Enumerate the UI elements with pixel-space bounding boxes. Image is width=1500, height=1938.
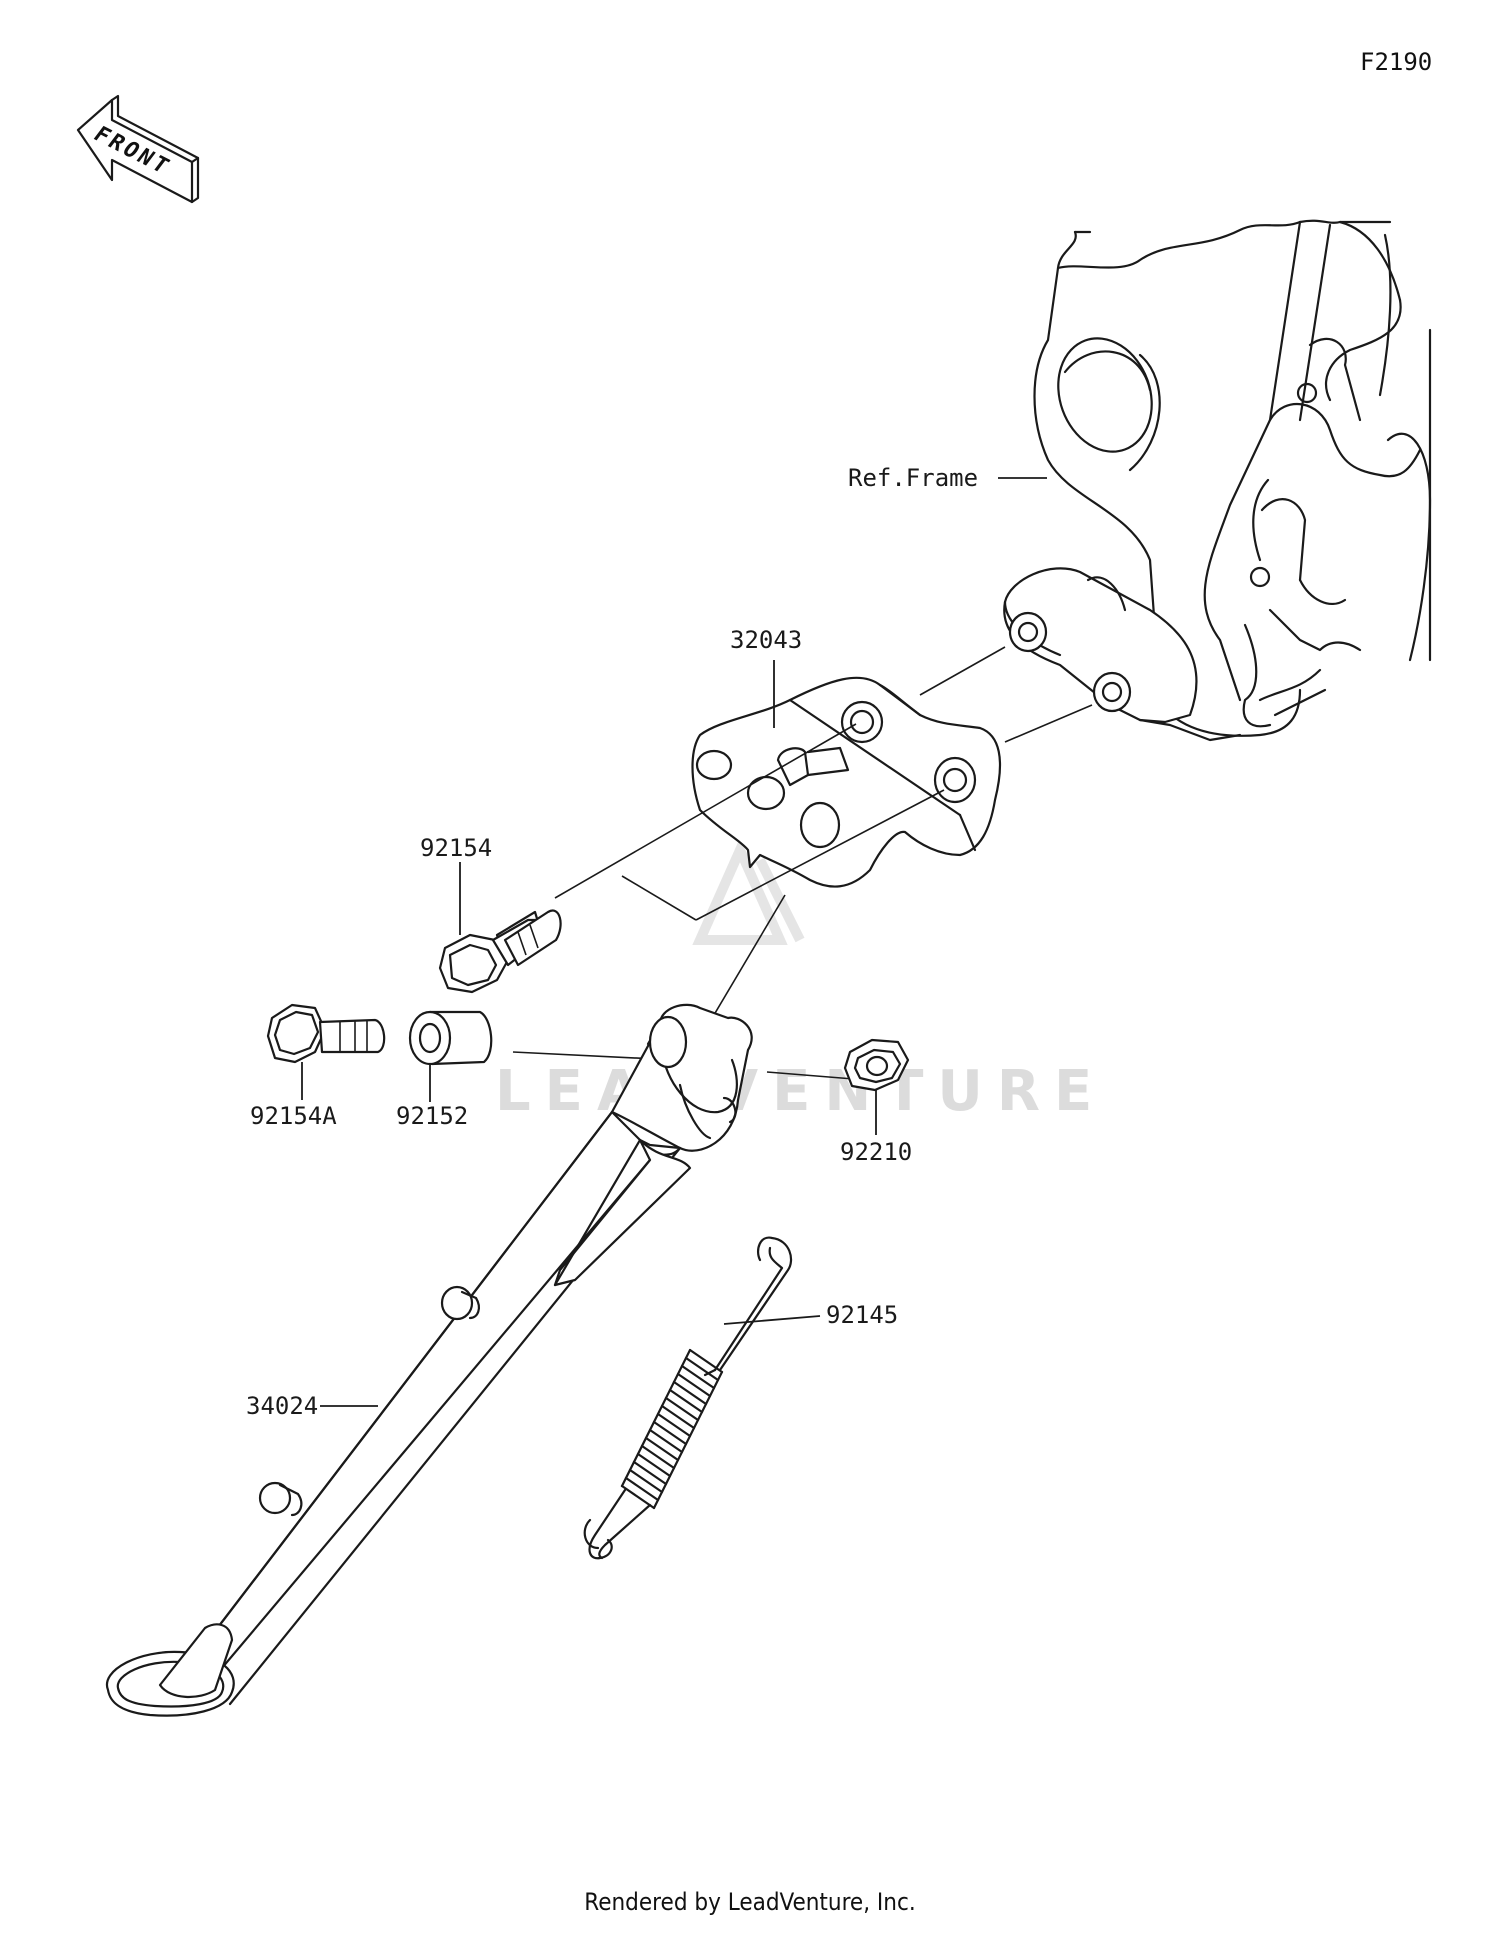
callout-nut: 92210 (840, 1138, 912, 1166)
callout-side-stand: 34024 (246, 1392, 318, 1420)
nut-part (843, 1038, 910, 1092)
footer-credit: Rendered by LeadVenture, Inc. (584, 1888, 916, 1916)
callout-bracket: 32043 (730, 626, 802, 654)
callout-bolt-upper: 92154 (420, 834, 492, 862)
side-stand-part (105, 1003, 753, 1717)
watermark-text: LEADVENTURE (495, 1059, 1106, 1124)
bracket-part (691, 676, 1002, 888)
collar-part (408, 1010, 493, 1066)
watermark: LEADVENTURE (495, 837, 1106, 1124)
callout-ref-frame: Ref.Frame (848, 464, 978, 492)
spring-part (583, 1236, 793, 1560)
bolt-upper-part (438, 909, 562, 994)
bolt-lower-part (266, 1003, 386, 1064)
frame-outline (1003, 219, 1432, 742)
front-arrow-icon: FRONT (76, 94, 200, 204)
diagram-id: F2190 (1360, 48, 1433, 76)
callout-spring: 92145 (826, 1301, 898, 1329)
callout-collar: 92152 (396, 1102, 468, 1130)
callout-bolt-lower: 92154A (250, 1102, 337, 1130)
